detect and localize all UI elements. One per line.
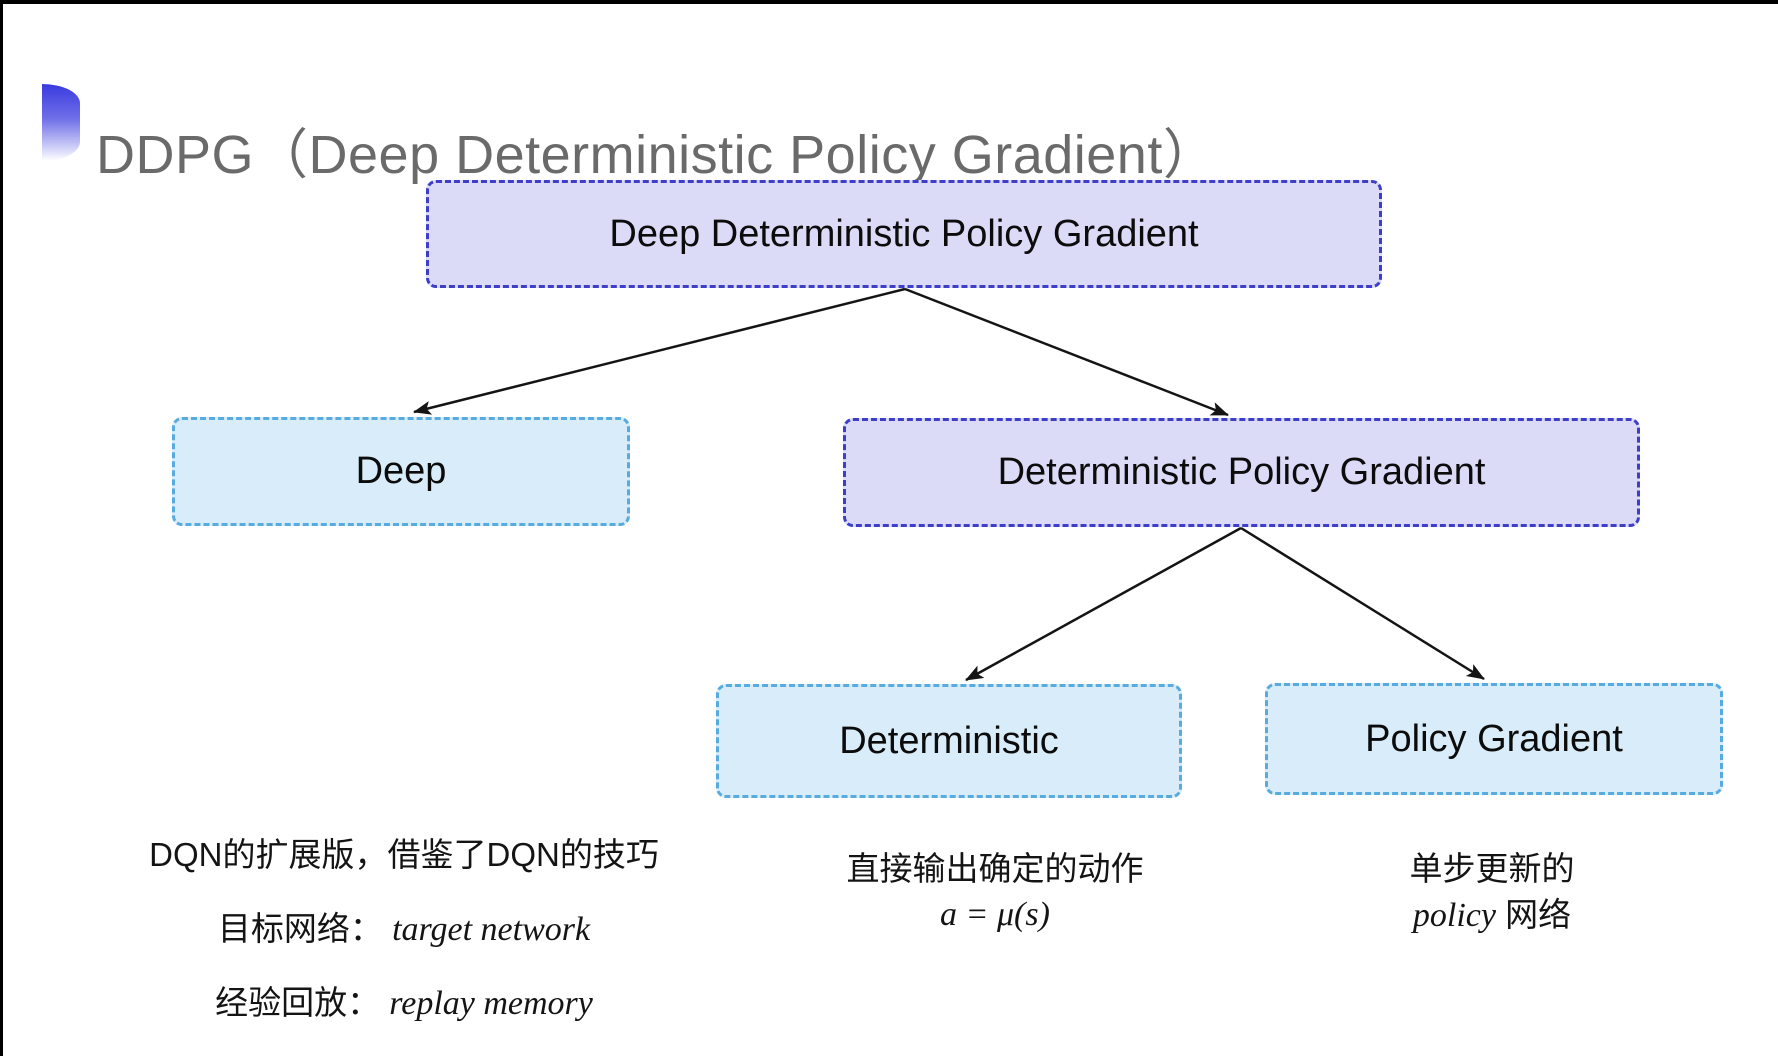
node-label: Deterministic Policy Gradient [997, 451, 1486, 493]
node-label: Policy Gradient [1365, 717, 1623, 760]
node-policy-gradient: Policy Gradient [1265, 683, 1723, 795]
arrow-root-to-deep [413, 287, 906, 415]
node-label: Deterministic [839, 719, 1059, 762]
node-label: Deep Deterministic Policy Gradient [609, 212, 1199, 255]
replay-memory-label: 经验回放： [215, 984, 381, 1021]
node-deep-deterministic-policy-gradient: Deep Deterministic Policy Gradient [426, 180, 1382, 288]
note-policy-gradient: 单步更新的 policy 网络 [1342, 846, 1642, 939]
replay-memory-term: replay memory [389, 985, 593, 1022]
policy-suffix: 网络 [1495, 895, 1572, 933]
note-deep: DQN的扩展版，借鉴了DQN的技巧 目标网络： target network 经… [104, 828, 704, 1050]
screen-top-edge [0, 0, 1778, 4]
policy-term: policy [1412, 896, 1496, 934]
arrow-root-to-dpg [904, 287, 1229, 417]
gradient-semicircle-icon [42, 84, 80, 161]
deterministic-formula: a = μ(s) [940, 895, 1050, 933]
note-deep-line2: 目标网络： target network [104, 902, 704, 950]
note-deterministic-line1: 直接输出确定的动作 [846, 850, 1144, 887]
node-deterministic-policy-gradient: Deterministic Policy Gradient [843, 418, 1640, 527]
node-deterministic: Deterministic [716, 684, 1182, 798]
arrow-dpg-to-deterministic [965, 526, 1242, 682]
arrow-dpg-to-policy-gradient [1240, 526, 1485, 681]
note-policy-line1: 单步更新的 [1409, 850, 1575, 887]
note-policy-line2: policy 网络 [1342, 892, 1642, 940]
node-label: Deep [355, 450, 447, 492]
target-network-label: 目标网络： [217, 910, 383, 947]
target-network-term: target network [392, 911, 591, 948]
note-deep-line1: DQN的扩展版，借鉴了DQN的技巧 [149, 836, 659, 873]
screen-left-edge [0, 0, 3, 1056]
note-deterministic: 直接输出确定的动作 a = μ(s) [795, 846, 1195, 938]
page-title: DDPG（Deep Deterministic Policy Gradient） [96, 125, 1218, 186]
note-deep-line3: 经验回放： replay memory [104, 976, 704, 1024]
node-deep: Deep [172, 417, 630, 526]
